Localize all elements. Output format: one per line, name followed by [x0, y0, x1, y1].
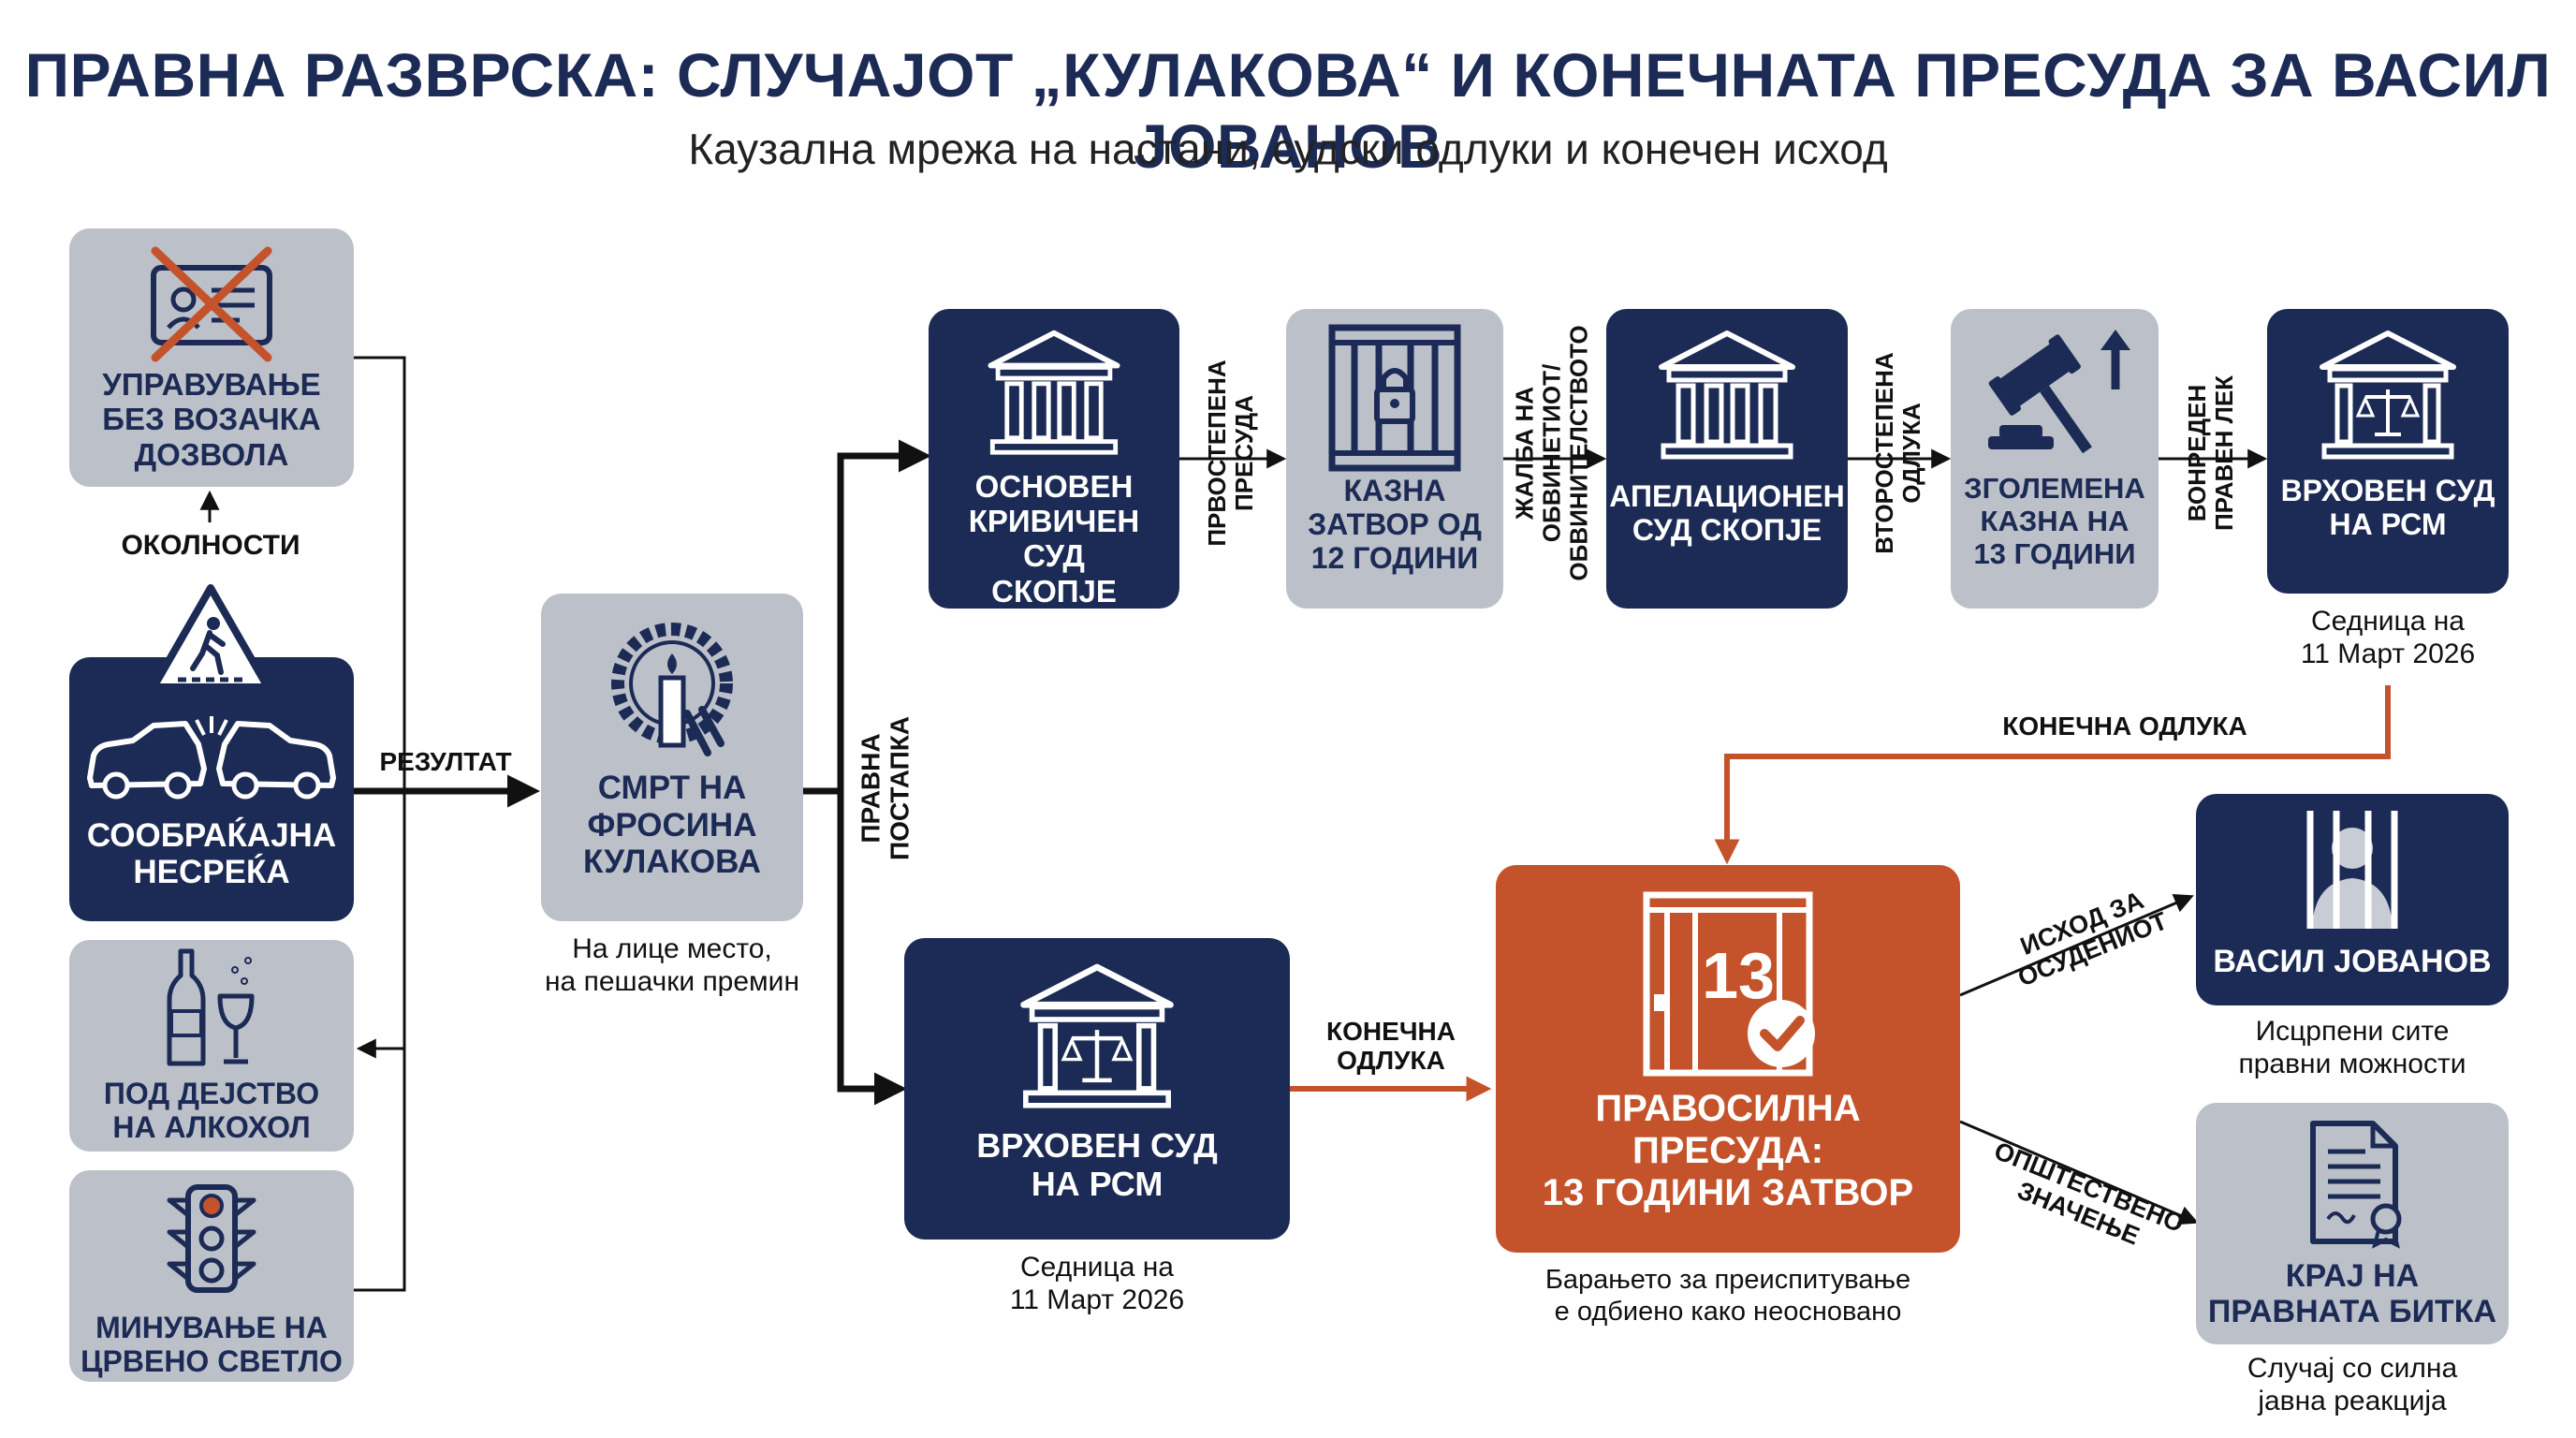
edge-legal-procedure-lower — [837, 791, 907, 1106]
page-title: ПРАВНА РАЗВРСКА: СЛУЧАЈОТ „КУЛАКОВА“ И К… — [24, 40, 2552, 181]
node-end-battle-caption: Случај со силна јавна реакција — [2247, 1353, 2458, 1417]
node-supreme-top-caption: Седница на 11 Март 2026 — [2300, 606, 2476, 670]
edge-outcome-convict — [1959, 893, 2194, 997]
node-supreme-bottom-caption: Седница на 11 Март 2026 — [1009, 1252, 1185, 1316]
bottle-glass-icon — [167, 948, 255, 1066]
node-supreme-bottom: ВРХОВЕН СУД НА РСМ — [904, 938, 1290, 1240]
node-accident-label: СООБРАЌАЈНА НЕСРЕЌА — [86, 816, 337, 891]
page-subtitle: Каузална мрежа на настани, судски одлуки… — [688, 125, 1888, 173]
courthouse-scales-icon — [2320, 330, 2456, 460]
node-basic-court-label: ОСНОВЕН КРИВИЧЕН СУД СКОПЈЕ — [968, 468, 1140, 609]
node-alcohol: ПОД ДЕЈСТВО НА АЛКОХОЛ — [69, 940, 354, 1152]
certificate-icon — [2310, 1121, 2402, 1249]
edge-label-final-decision-top: КОНЕЧНА ОДЛУКА — [2002, 712, 2247, 741]
node-no-license: УПРАВУВАЊЕ БЕЗ ВОЗАЧКА ДОЗВОЛА — [69, 228, 354, 487]
node-vasil: ВАСИЛ ЈОВАНОВ — [2196, 794, 2509, 1005]
node-end-battle: КРАЈ НА ПРАВНАТА БИТКА — [2196, 1103, 2509, 1344]
node-death: СМРТ НА ФРОСИНА КУЛАКОВА — [541, 594, 803, 921]
edge-label-first-instance: ПРВОСТЕПЕНА ПРЕСУДА — [1202, 360, 1258, 547]
pedestrian-crossing-icon — [150, 584, 271, 691]
node-final-verdict-label: ПРАВОСИЛНА ПРЕСУДА: 13 ГОДИНИ ЗАТВОР — [1542, 1088, 1914, 1214]
memorial-wreath-icon — [611, 623, 733, 756]
node-vasil-label: ВАСИЛ ЈОВАНОВ — [2213, 944, 2492, 979]
final-verdict-number: 13 — [1702, 939, 1775, 1012]
node-supreme-top: ВРХОВЕН СУД НА РСМ — [2267, 309, 2509, 594]
node-sentence-12-label: КАЗНА ЗАТВОР ОД 12 ГОДИНИ — [1308, 474, 1482, 576]
edge-social-significance — [1959, 1120, 2199, 1225]
node-vasil-caption: Исцрпени сите правни можности — [2238, 1016, 2466, 1080]
gavel-up-icon — [1988, 330, 2130, 454]
node-no-license-label: УПРАВУВАЊЕ БЕЗ ВОЗАЧКА ДОЗВОЛА — [102, 367, 321, 472]
node-red-light: МИНУВАЊЕ НА ЦРВЕНО СВЕТЛО — [69, 1170, 354, 1382]
node-sentence-12: КАЗНА ЗАТВОР ОД 12 ГОДИНИ — [1286, 309, 1503, 609]
edge-label-legal-procedure: ПРАВНА ПОСТАПКА — [856, 715, 915, 861]
edge-label-extraordinary: ВОНРЕДЕН ПРАВЕН ЛЕК — [2182, 374, 2238, 532]
node-death-label: СМРТ НА ФРОСИНА КУЛАКОВА — [583, 770, 761, 881]
car-crash-icon — [87, 715, 336, 800]
node-accident: СООБРАЌАЈНА НЕСРЕЌА — [69, 657, 354, 921]
courthouse-icon — [1659, 330, 1795, 460]
prison-bars-lock-icon — [1328, 324, 1461, 472]
node-supreme-bottom-label: ВРХОВЕН СУД НА РСМ — [976, 1126, 1218, 1203]
node-sentence-13-label: ЗГОЛЕМЕНА КАЗНА НА 13 ГОДИНИ — [1964, 472, 2145, 571]
node-appeal-court: АПЕЛАЦИОНЕН СУД СКОПЈЕ — [1606, 309, 1848, 609]
node-alcohol-label: ПОД ДЕЈСТВО НА АЛКОХОЛ — [103, 1077, 320, 1145]
node-appeal-court-label: АПЕЛАЦИОНЕН СУД СКОПЈЕ — [1609, 479, 1845, 548]
edge-label-result: РЕЗУЛТАТ — [379, 747, 512, 776]
node-supreme-top-label: ВРХОВЕН СУД НА РСМ — [2280, 474, 2496, 542]
courthouse-icon — [988, 330, 1120, 455]
node-basic-court: ОСНОВЕН КРИВИЧЕН СУД СКОПЈЕ — [929, 309, 1179, 609]
prisoner-icon — [2306, 811, 2398, 929]
courthouse-scales-icon — [1020, 963, 1174, 1108]
edge-label-second-instance: ВТОРОСТЕПЕНА ОДЛУКА — [1869, 352, 1925, 554]
edge-legal-procedure — [803, 439, 931, 795]
node-red-light-label: МИНУВАЊЕ НА ЦРВЕНО СВЕТЛО — [80, 1311, 343, 1379]
edge-label-appeal: ЖАЛБА НА ОБВИНЕТИОТ/ ОБВИНИТЕЛСТВОТО — [1510, 325, 1593, 581]
edge-label-circumstances: ОКОЛНОСТИ — [121, 530, 300, 561]
edge-label-final-decision-bottom: КОНЕЧНА ОДЛУКА — [1326, 1017, 1456, 1076]
node-sentence-13: ЗГОЛЕМЕНА КАЗНА НА 13 ГОДИНИ — [1951, 309, 2159, 609]
node-final-verdict: 13 ПРАВОСИЛНА ПРЕСУДА: 13 ГОДИНИ ЗАТВОР — [1496, 865, 1960, 1253]
edge-final-decision-top — [1714, 685, 2391, 865]
crossed-license-icon — [151, 246, 272, 362]
edge-bracket-no-license — [354, 356, 406, 1292]
node-end-battle-label: КРАЈ НА ПРАВНАТА БИТКА — [2207, 1258, 2497, 1330]
traffic-light-icon — [167, 1184, 256, 1293]
node-death-caption: На лице место, на пешачки премин — [544, 933, 800, 998]
prison-door-check-icon: 13 — [1639, 889, 1817, 1077]
node-final-verdict-caption: Барањето за преиспитување е одбиено како… — [1544, 1265, 1911, 1328]
